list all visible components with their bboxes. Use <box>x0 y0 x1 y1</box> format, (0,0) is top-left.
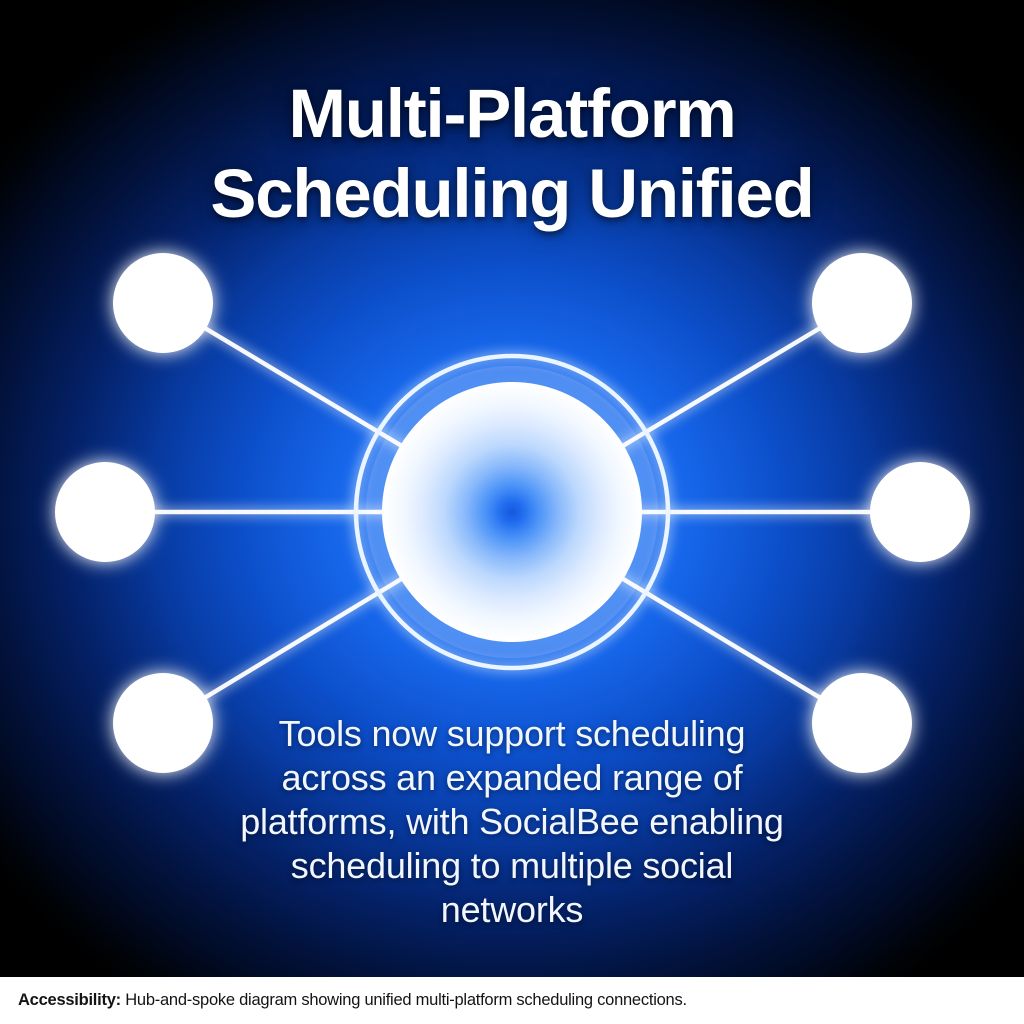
node-top-left[interactable] <box>113 253 213 353</box>
node-top-right[interactable] <box>812 253 912 353</box>
node-middle-left[interactable] <box>55 462 155 562</box>
accessibility-caption: Accessibility: Hub-and-spoke diagram sho… <box>18 991 687 1010</box>
accessibility-caption-bar: Accessibility: Hub-and-spoke diagram sho… <box>0 977 1024 1024</box>
node-bottom-left[interactable] <box>113 673 213 773</box>
accessibility-label: Accessibility: <box>18 991 121 1009</box>
accessibility-description: Hub-and-spoke diagram showing unified mu… <box>125 991 687 1009</box>
node-bottom-right[interactable] <box>812 673 912 773</box>
hub-core[interactable] <box>382 382 642 642</box>
hub-and-spoke-network <box>55 253 970 773</box>
diagram-artwork: Multi-Platform Scheduling Unified Tools … <box>0 0 1024 977</box>
hub-ring <box>353 353 671 671</box>
node-middle-right[interactable] <box>870 462 970 562</box>
